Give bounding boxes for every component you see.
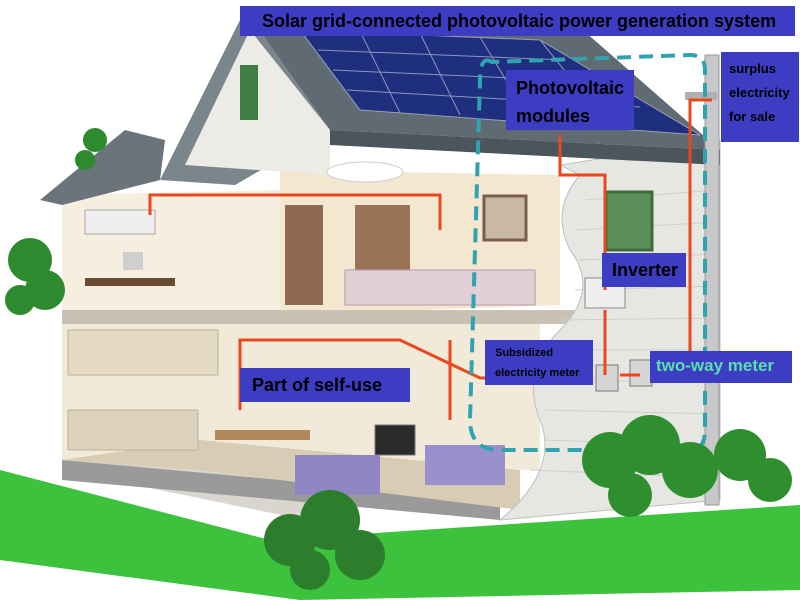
kitchen-counter	[67, 409, 199, 451]
dining-table	[215, 430, 310, 440]
upper-floor-slab	[62, 310, 602, 324]
wall-picture	[482, 194, 528, 242]
front-shrub	[264, 490, 385, 590]
dormer-roof	[40, 130, 165, 205]
lower-floor	[62, 440, 520, 510]
surplus-line-3: for sale	[729, 109, 776, 124]
pv-label-line-1: Photovoltaic	[516, 78, 625, 98]
inverter-label: Inverter	[602, 253, 686, 287]
pole-crossarm	[685, 92, 717, 100]
photovoltaic-modules-label: Photovoltaic modules	[506, 70, 634, 130]
bed	[344, 269, 536, 306]
self-use-label: Part of self-use	[240, 368, 410, 402]
roof-eave	[330, 130, 720, 165]
kitchen-cabinets	[67, 329, 219, 376]
surplus-line-1: surplus	[729, 61, 776, 76]
two-way-meter-label: two-way meter	[650, 351, 792, 383]
surplus-electricity-label: surplus electricity for sale	[721, 52, 799, 142]
side-window	[604, 190, 654, 252]
computer	[123, 252, 143, 270]
subsidized-meter-line-1: Subsidized	[495, 347, 554, 359]
sofa-right	[425, 445, 505, 485]
lawn	[0, 470, 800, 600]
title-label: Solar grid-connected photovoltaic power …	[240, 6, 795, 36]
ceiling-lamp	[326, 161, 404, 183]
subsidized-meter-line-2: electricity meter	[495, 367, 580, 379]
gable-vent	[240, 65, 258, 120]
television	[374, 424, 416, 456]
upper-room-left	[62, 190, 280, 315]
utility-pole	[704, 54, 720, 506]
left-shrub	[5, 128, 107, 315]
two-way-meter-box	[629, 359, 653, 387]
air-conditioner	[84, 209, 156, 235]
foundation	[62, 460, 500, 520]
surplus-line-2: electricity	[729, 85, 790, 100]
pv-label-line-2: modules	[516, 106, 591, 126]
door-upper	[285, 205, 323, 305]
subsidized-meter-label: Subsidized electricity meter	[485, 340, 593, 385]
sofa-left	[295, 455, 380, 495]
subsidized-meter-box	[595, 364, 619, 392]
desk	[85, 278, 175, 286]
right-shrub	[582, 415, 792, 517]
